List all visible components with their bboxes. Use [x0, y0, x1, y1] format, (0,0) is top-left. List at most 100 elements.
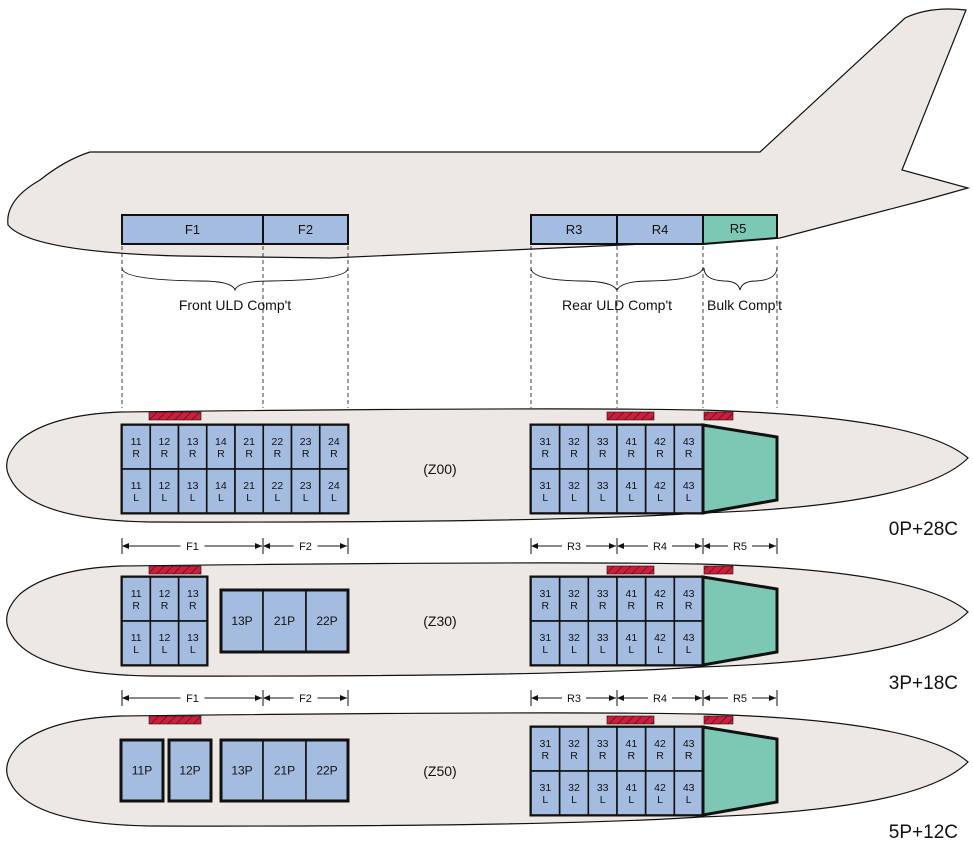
container-z00-rear-upper-4-number: 42	[654, 436, 666, 448]
container-z00-front-lower-5-side: L	[274, 492, 280, 504]
container-z00-front-upper-0: 11R	[121, 424, 152, 470]
container-z30-front-upper-1-number: 12	[159, 588, 171, 600]
zone-label-z50: (Z50)	[423, 763, 456, 779]
container-z30-rear-lower-2-number: 33	[597, 632, 609, 644]
container-z30-front-lower-2: 13L	[177, 620, 208, 666]
container-z00-front-upper-1: 12R	[149, 424, 180, 470]
container-z30-rear-lower-2-side: L	[600, 644, 606, 656]
container-z00-front-upper-2: 13R	[177, 424, 208, 470]
container-z00-front-lower-0-number: 11	[131, 480, 142, 492]
container-z00-front-lower-4-number: 21	[243, 480, 255, 492]
container-z00-front-upper-3-side: R	[217, 448, 225, 460]
bulk-area-z00	[701, 423, 779, 515]
container-z00-front-lower-1: 12L	[149, 468, 180, 514]
container-z30-rear-upper-3-number: 41	[625, 588, 637, 600]
container-z50-rear-lower-4: 42L	[644, 770, 676, 816]
container-z50-rear-lower-2-side: L	[600, 794, 606, 806]
container-z00-rear-upper-5-side: R	[685, 448, 693, 460]
container-z30-front-upper-1: 12R	[149, 576, 180, 622]
container-z30-rear-upper-3-side: R	[628, 600, 636, 612]
container-z30-front-upper-2: 13R	[177, 576, 208, 622]
container-z00-front-upper-0-number: 11	[131, 436, 142, 448]
container-z00-rear-upper-0: 31R	[530, 424, 561, 470]
pallet-z50-single-0: 11P	[119, 738, 165, 803]
container-z30-front-lower-0: 11L	[121, 620, 152, 666]
container-z30-rear-lower-1-side: L	[571, 644, 577, 656]
container-z30-rear-upper-3: 41R	[616, 576, 647, 622]
container-z00-front-lower-4-side: L	[246, 492, 252, 504]
container-z00-front-lower-3-side: L	[218, 492, 224, 504]
container-z30-front-lower-1-side: L	[162, 644, 168, 656]
pallet-z50-single-1: 12P	[167, 738, 213, 803]
config-label-z50: 5P+12C	[889, 822, 958, 843]
bulk-compartment-label: Bulk Comp't	[707, 297, 782, 313]
container-z50-rear-lower-2: 33L	[587, 770, 618, 816]
container-z00-front-upper-6-number: 23	[300, 436, 312, 448]
container-z30-rear-upper-4-side: R	[656, 600, 664, 612]
container-z30-rear-upper-0: 31R	[530, 576, 561, 622]
aircraft-side-view: F1 F2 R3 R4 R5	[7, 8, 971, 259]
layout-z00: 11R12R13R14R21R22R23R24R11L12L13L14L21L2…	[6, 408, 969, 523]
container-z30-rear-lower-2: 33L	[587, 620, 618, 666]
pallet-z50-2-label: 22P	[316, 764, 337, 778]
container-z50-rear-lower-3-side: L	[628, 794, 634, 806]
container-z00-front-upper-7-side: R	[330, 448, 338, 460]
container-z00-front-lower-2: 13L	[177, 468, 208, 514]
hold-r4: R4	[616, 214, 704, 245]
container-z00-front-lower-7: 24L	[318, 468, 349, 514]
container-z30-rear-lower-3: 41L	[616, 620, 647, 666]
container-z30-rear-lower-4: 42L	[644, 620, 676, 666]
container-z00-front-upper-3: 14R	[205, 424, 236, 470]
container-z00-rear-lower-0-side: L	[542, 492, 548, 504]
container-z30-rear-lower-5-number: 43	[683, 632, 695, 644]
container-z50-rear-upper-5-number: 43	[683, 738, 695, 750]
container-z00-front-lower-4: 21L	[234, 468, 265, 514]
config-label-z30: 3P+18C	[889, 673, 958, 694]
container-z50-rear-lower-5-side: L	[686, 794, 692, 806]
dim-label-r4-row2: R4	[653, 693, 667, 705]
container-z30-rear-lower-4-side: L	[657, 644, 663, 656]
container-z50-rear-upper-4-number: 42	[654, 738, 666, 750]
dim-label-r4-row1: R4	[653, 541, 667, 553]
pallet-z50-2: 22P	[305, 739, 349, 802]
aircraft-fuselage	[7, 8, 971, 259]
container-z30-front-lower-0-side: L	[133, 644, 139, 656]
zone-label-z30: (Z30)	[423, 613, 456, 629]
container-z00-front-upper-5-number: 22	[272, 436, 284, 448]
zone-label-z00: (Z00)	[423, 461, 456, 477]
container-z30-front-upper-0: 11R	[121, 576, 152, 622]
container-z50-rear-upper-2-side: R	[599, 750, 607, 762]
pallet-z30-0-label: 13P	[231, 614, 252, 628]
container-z00-rear-upper-3-side: R	[628, 448, 636, 460]
container-z00-front-lower-1-side: L	[161, 492, 167, 504]
container-z00-front-upper-7: 24R	[318, 424, 349, 470]
container-z00-front-upper-4-number: 21	[243, 436, 255, 448]
container-z50-rear-lower-5: 43L	[673, 770, 704, 816]
container-z00-rear-lower-0: 31L	[530, 468, 561, 514]
container-z00-front-upper-5-side: R	[274, 448, 282, 460]
container-z00-rear-lower-4-number: 42	[654, 480, 666, 492]
container-z00-rear-lower-2-number: 33	[597, 480, 609, 492]
container-z30-rear-upper-1-number: 32	[568, 588, 580, 600]
container-z00-rear-lower-5: 43L	[673, 468, 704, 514]
container-z50-rear-upper-3: 41R	[616, 726, 647, 772]
container-z00-front-lower-1-number: 12	[159, 480, 171, 492]
container-z00-front-upper-7-number: 24	[328, 436, 340, 448]
container-z50-rear-upper-5-side: R	[685, 750, 693, 762]
container-z30-rear-upper-0-side: R	[542, 600, 550, 612]
door-bulk-z00	[703, 411, 734, 421]
container-z50-rear-lower-2-number: 33	[597, 782, 609, 794]
container-z00-front-lower-7-number: 24	[328, 480, 340, 492]
pallet-z30-2-label: 22P	[316, 614, 337, 628]
config-label-z00: 0P+28C	[889, 519, 958, 540]
container-z00-rear-upper-2: 33R	[587, 424, 618, 470]
hold-f2: F2	[262, 214, 349, 245]
container-z50-rear-upper-0-side: R	[542, 750, 550, 762]
container-z00-front-lower-0-side: L	[133, 492, 139, 504]
